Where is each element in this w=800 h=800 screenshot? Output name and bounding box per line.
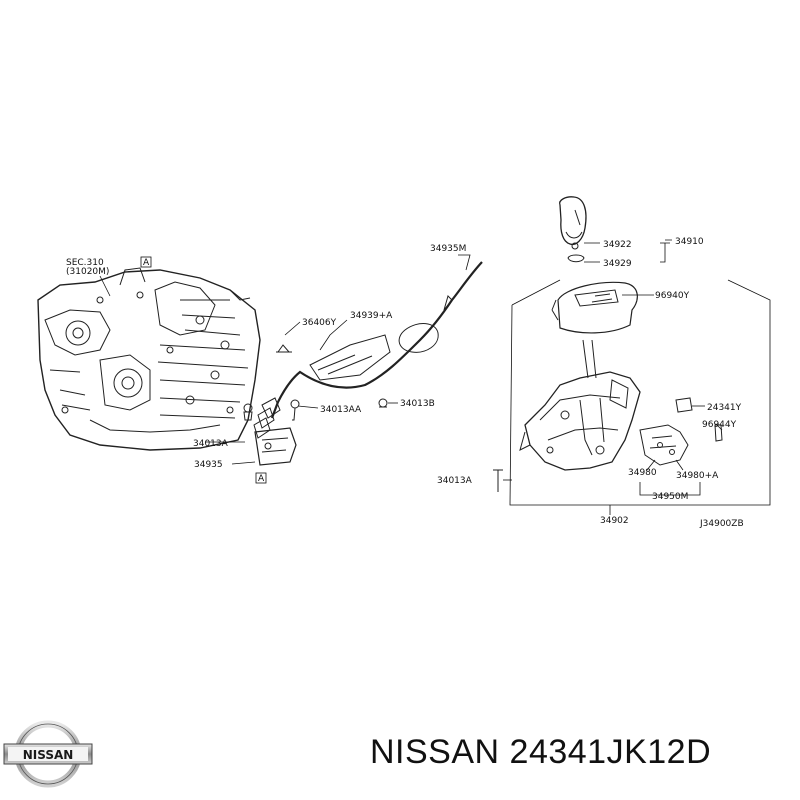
svg-text:A: A <box>143 258 150 268</box>
callout-34929: 34929 <box>603 259 632 269</box>
callout-96940Y: 96940Y <box>655 291 690 301</box>
transmission-assembly <box>37 267 261 451</box>
shift-lever-frame <box>509 279 771 506</box>
shift-lever-housing <box>493 281 723 492</box>
callout-34013A-right: 34013A <box>437 476 473 486</box>
callout-34013A-left: 34013A <box>193 439 229 449</box>
callout-34922: 34922 <box>603 240 632 250</box>
callout-34013B: 34013B <box>400 399 435 409</box>
callout-34935M: 34935M <box>430 244 466 254</box>
marker-a-bottom: A <box>255 472 267 484</box>
shift-cable <box>243 261 483 466</box>
logo-text: NISSAN <box>23 748 74 762</box>
callout-34980A: 34980+A <box>676 471 719 481</box>
callout-34902: 34902 <box>600 516 629 526</box>
marker-a-top: A <box>140 256 152 268</box>
callout-36406Y: 36406Y <box>302 318 337 328</box>
diagram-code: J34900ZB <box>699 519 744 529</box>
section-ref-line1: SEC.310 <box>66 258 104 268</box>
callout-34939A: 34939+A <box>350 311 393 321</box>
nissan-logo-icon: NISSAN <box>3 720 93 788</box>
callout-34910: 34910 <box>675 237 704 247</box>
svg-text:A: A <box>258 474 265 484</box>
callout-24341Y: 24341Y <box>707 403 742 413</box>
section-ref-line2: (31020M) <box>66 267 109 277</box>
shift-knob <box>559 196 587 263</box>
callout-34950M: 34950M <box>652 492 688 502</box>
callout-96944Y: 96944Y <box>702 420 737 430</box>
part-caption: NISSAN 24341JK12D <box>370 733 712 771</box>
callout-34980: 34980 <box>628 468 657 478</box>
callout-34935: 34935 <box>194 460 223 470</box>
callout-34013AA: 34013AA <box>320 405 362 415</box>
